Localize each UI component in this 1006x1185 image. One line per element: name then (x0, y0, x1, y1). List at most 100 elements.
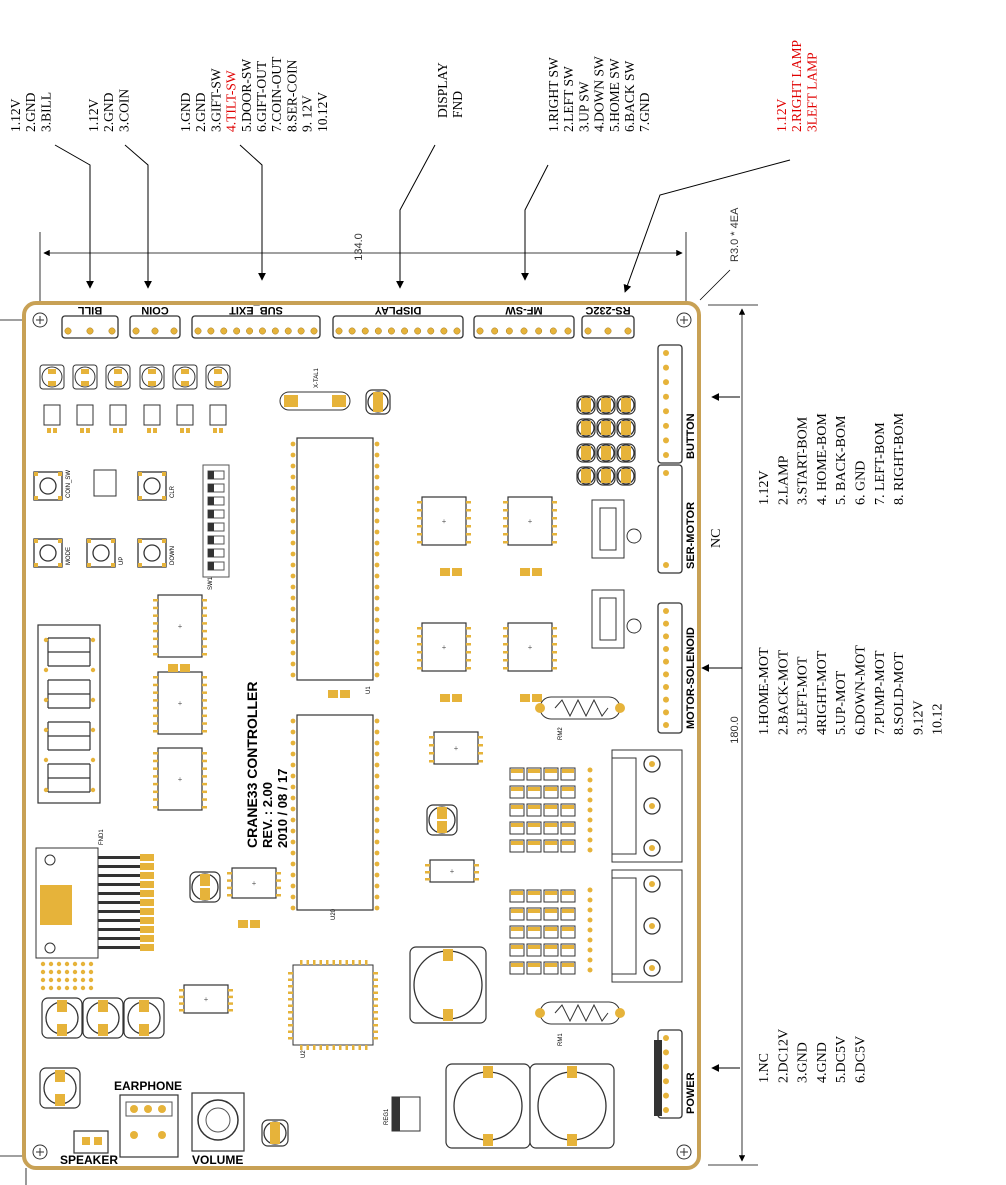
connector-rs-232c: RS-232C (581, 304, 635, 339)
side-connector-label-4: POWER (685, 1072, 697, 1114)
button-mode: MODE (33, 538, 72, 568)
right-arrows (701, 393, 742, 1072)
svg-text:+: + (442, 643, 447, 652)
right-label-motor-solenoid-4: 4RIGHT-MOT (815, 650, 830, 735)
volume-label: VOLUME (192, 1153, 243, 1167)
speaker-connector: SPEAKER (60, 1130, 118, 1167)
board-title-line1: CRANE33 CONTROLLER (244, 682, 260, 848)
pin-label-mf-sw-1: 1.RIGHT SW (546, 57, 561, 132)
resistor-rm1: RM1 (535, 1001, 625, 1046)
pin-label-mf-sw-4: 4.DOWN SW (592, 56, 607, 132)
side-connector-label-1: BUTTON (685, 413, 697, 459)
pin-label-sub-exit-6: 6.GIFT-OUT (254, 60, 269, 132)
leader-line-5 (521, 164, 549, 281)
earphone-jack: EARPHONE (114, 1079, 182, 1158)
connector-label-4: DISPLAY (374, 304, 421, 316)
pin-label-lamp-2: 2.RIGHT LAMP (789, 40, 804, 132)
pin-label-mf-sw-7: 7.GND (637, 92, 652, 132)
leader-line-4 (396, 144, 436, 289)
earphone-label: EARPHONE (114, 1079, 182, 1093)
ic-u1: U1 (290, 437, 380, 694)
connector-bill: BILL (61, 304, 119, 339)
pin-label-sub-exit-9: 9. 12V (300, 95, 315, 132)
pin-label-sub-exit-4: 4.TILT-SW (224, 70, 239, 132)
pin-label-coin-1: 1.12V (86, 98, 101, 132)
connector-display: DISPLAY (332, 304, 464, 339)
photocoupler-row (43, 404, 227, 433)
connector-label-3: SUB_EXIT (229, 304, 283, 316)
leader-line-6 (623, 159, 791, 293)
diode-array (509, 767, 593, 975)
svg-text:+: + (442, 517, 447, 526)
pin-label-lamp-1: 1.12V (774, 98, 789, 132)
pin-label-mf-sw-6: 6.BACK SW (622, 60, 637, 132)
pin-label-mf-sw-5: 5.HOME SW (607, 58, 622, 132)
rm1-label: RM1 (558, 1033, 564, 1046)
pin-label-sub-exit-2: 2.GND (193, 92, 208, 132)
connector-label-2: COIN (141, 304, 169, 316)
right-label-power-6: 6.DC5V (854, 1036, 869, 1083)
pin-label-sub-exit-5: 5.DOOR-SW (239, 59, 254, 132)
crystal-xtal1: X-TAL1 (279, 367, 351, 411)
pin-label-bill-3: 3.BILL (38, 92, 53, 132)
right-label-motor-solenoid-7: 7.PUMP-MOT (873, 650, 888, 735)
connector-label-5: MF-SW (505, 304, 543, 316)
side-connector-button: BUTTON (657, 344, 697, 464)
rm2-label: RM2 (558, 727, 564, 740)
speaker-label: SPEAKER (60, 1153, 118, 1167)
xtal-label: X-TAL1 (314, 367, 320, 388)
svg-text:+: + (178, 622, 183, 631)
button-label-4: UP (119, 557, 125, 565)
right-label-motor-solenoid-8: 8.SOLD-MOT (892, 652, 907, 735)
right-label-motor-solenoid-9: 9.12V (911, 700, 926, 735)
right-label-power-5: 5.DC5V (834, 1036, 849, 1083)
sw1-label: SW1 (208, 576, 214, 590)
regulator-reg1: REG1 (384, 1096, 421, 1132)
right-label-motor-solenoid-10: 10.12 (931, 704, 946, 736)
right-label-button-7: 7. LEFT-BOM (873, 422, 888, 505)
pin-label-coin-2: 2.GND (101, 92, 116, 132)
button-coin_sw: COIN_SW (33, 470, 72, 501)
side-connector-ser-motor: SER-MOTOR (657, 464, 697, 574)
board-title: CRANE33 CONTROLLER REV. : 2.00 2010 / 08… (244, 682, 290, 848)
dip-switch-sw1: SW1 (202, 464, 230, 590)
width-dimension-label: 134.0 (353, 233, 365, 261)
pin-label-sub-exit-10: 10.12V (315, 92, 330, 132)
side-connector-label-3: MOTOR-SOLENOID (685, 627, 697, 729)
right-label-motor-solenoid-5: 5.UP-MOT (834, 670, 849, 735)
connector-mf-sw: MF-SW (473, 304, 575, 339)
width-dimension: 134.0 R3.0 * 4EA (39, 207, 741, 318)
pin-label-mf-sw-2: 2.LEFT SW (561, 66, 576, 132)
fnd-label: FND1 (99, 829, 105, 845)
svg-text:+: + (178, 775, 183, 784)
right-label-power-1: 1.NC (757, 1053, 772, 1083)
connector-label-1: BILL (78, 304, 103, 316)
board-title-line3: 2010 / 08 / 17 (275, 768, 290, 848)
pin-label-mf-sw-3: 3.UP SW (576, 81, 591, 132)
side-connector-label-2: SER-MOTOR (685, 502, 697, 569)
right-label-power-4: 4.GND (815, 1042, 830, 1083)
u2-label: U2 (301, 1050, 307, 1058)
pin-label-display-1: DISPLAY (435, 62, 450, 118)
button-clr: CLR (137, 471, 176, 501)
button-label-2: CLR (170, 485, 176, 498)
regulator-u19 (35, 847, 154, 991)
pin-label-bill-1: 1.12V (8, 98, 23, 132)
fnd-display: FND1 (37, 624, 105, 845)
side-connector-power: POWER (657, 1029, 697, 1119)
large-capacitors (39, 389, 662, 1149)
right-label-motor-solenoid-2: 2.BACK-MOT (776, 649, 791, 735)
pin-label-coin-3: 3.COIN (116, 89, 131, 132)
connector-sub_exit: SUB_EXIT (191, 304, 321, 339)
connector-coin: COIN (129, 304, 181, 339)
ic-u20: U20 (290, 714, 380, 920)
leader-line-2 (124, 144, 152, 289)
connector-label-6: RS-232C (585, 304, 630, 316)
right-label-button-3: 3.START-BOM (796, 416, 811, 505)
right-label-button-8: 8. RIGHT-BOM (892, 412, 907, 505)
reg1-label: REG1 (384, 1108, 390, 1125)
u20-label: U20 (331, 908, 337, 920)
hole-dimension-label: R3.0 * 4EA (729, 207, 741, 262)
leader-line-3 (239, 144, 266, 281)
